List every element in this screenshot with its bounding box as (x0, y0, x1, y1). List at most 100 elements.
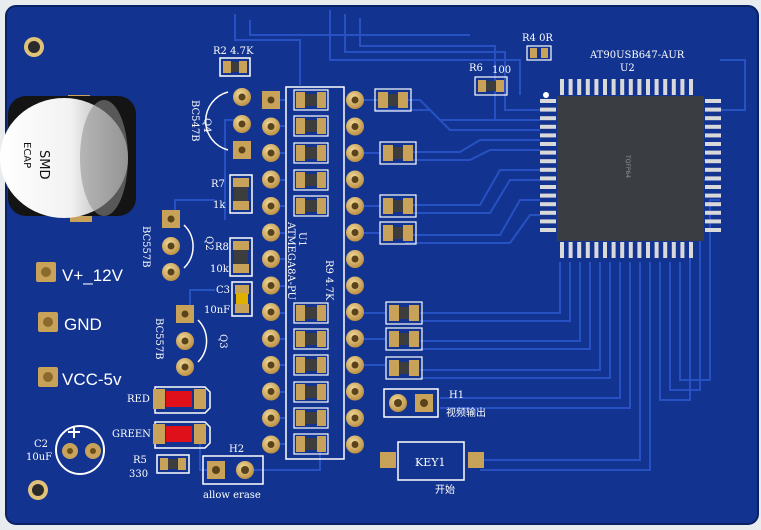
u1-pin (262, 91, 280, 109)
label-q2-part: BC557B (140, 226, 151, 268)
u2-pin (540, 142, 556, 146)
u2-pin (585, 242, 590, 258)
u2-pin (585, 79, 590, 95)
u2-pin (560, 242, 564, 258)
smd-resistor (379, 141, 417, 165)
label-r7-value: 1k (213, 200, 226, 211)
u2-pin (689, 79, 693, 95)
copper-traces (174, 10, 746, 471)
label-v-plus-12v: V+_12V (62, 266, 124, 285)
u1-pin (262, 197, 280, 215)
label-q3: Q3 (217, 334, 228, 349)
u1-smd-part (293, 433, 329, 455)
label-c2-value: 10uF (26, 452, 52, 463)
c3-capacitor (231, 281, 253, 317)
u2-pin (540, 167, 556, 172)
u1-pin (346, 117, 364, 136)
u2-pin (646, 79, 650, 95)
u2-pin (689, 242, 693, 258)
u2-pin (705, 107, 721, 112)
r7-resistor (229, 174, 253, 214)
u1-chip-outline (285, 86, 345, 460)
u1-pin (346, 250, 364, 268)
u2-pin (620, 79, 625, 95)
mounting-hole-bottom-left (28, 480, 48, 500)
smd-resistor (374, 88, 412, 112)
label-green: GREEN (112, 429, 151, 440)
label-r6: R6 (469, 63, 483, 74)
u1-pin (262, 303, 280, 321)
label-r4: R4 0R (522, 33, 553, 44)
u2-pin (637, 242, 642, 258)
h1-header (383, 388, 439, 418)
u1-pin (262, 276, 280, 295)
pcb-board-inner-shade (5, 5, 759, 525)
u1-smd-part (293, 302, 329, 324)
u2-pin (705, 167, 721, 172)
u1-smd-part (293, 195, 329, 217)
u2-pin (603, 79, 607, 95)
u2-pin (705, 185, 721, 189)
u2-pin (680, 242, 685, 258)
u1-pin (346, 276, 364, 295)
u2-pin (663, 79, 668, 95)
u1-pin (346, 170, 364, 189)
smd-ecap: SMD ECAP (0, 95, 136, 222)
u1-smd-part (293, 354, 329, 376)
label-q4: Q4 (201, 118, 212, 133)
u1-pin (346, 91, 364, 109)
label-u1-part: ATMEGA8A-PU (285, 221, 296, 300)
label-c3-value: 10nF (204, 305, 230, 316)
key1-button (380, 441, 484, 481)
u1-smd-part (293, 169, 329, 191)
u2-pin (594, 79, 599, 95)
label-r5: R5 (133, 455, 147, 466)
label-q3-part: BC557B (153, 318, 164, 360)
u2-pin (705, 228, 721, 232)
smd-resistor (379, 221, 417, 245)
label-h1: H1 (449, 390, 464, 401)
smd-resistor (385, 301, 423, 325)
pad-gnd (38, 312, 58, 332)
u1-pin (262, 144, 280, 162)
u2-pin (705, 116, 721, 121)
u2-pin (705, 124, 721, 129)
u1-pin (262, 117, 280, 136)
u2-pin (654, 79, 659, 95)
label-r6-value: 100 (492, 65, 511, 76)
u1-smd-part (293, 381, 329, 403)
u1-pin (346, 329, 364, 348)
u2-pin (705, 99, 721, 103)
u1-smd-part (293, 407, 329, 429)
label-u2-ref: U2 (620, 63, 635, 74)
label-red: RED (127, 394, 150, 405)
label-r8: R8 (215, 242, 229, 253)
u1-pin (262, 170, 280, 189)
label-r8-value: 10k (210, 264, 230, 275)
r4-resistor (526, 45, 552, 61)
u2-pin (646, 242, 650, 258)
pad-v-plus-12v (36, 262, 56, 282)
u1-pin (262, 250, 280, 268)
q3-transistor (176, 305, 208, 376)
u2-pin (705, 133, 721, 138)
q4-transistor (204, 88, 251, 159)
u2-pin (620, 242, 625, 258)
label-q4-part: BC547B (189, 100, 200, 142)
c2-capacitor (55, 425, 105, 475)
u1-pin (346, 435, 364, 454)
u1-pin (262, 409, 280, 427)
smd-resistor (385, 327, 423, 351)
u2-pin (705, 210, 721, 215)
label-r7: R7 (211, 179, 225, 190)
r8-resistor (229, 237, 253, 277)
u2-pin (540, 228, 556, 232)
label-r5-value: 330 (129, 469, 148, 480)
u2-pin (540, 210, 556, 215)
u2-pin (705, 159, 721, 164)
u1-pin (346, 382, 364, 401)
u2-pin (628, 79, 633, 95)
u2-pin (663, 242, 668, 258)
